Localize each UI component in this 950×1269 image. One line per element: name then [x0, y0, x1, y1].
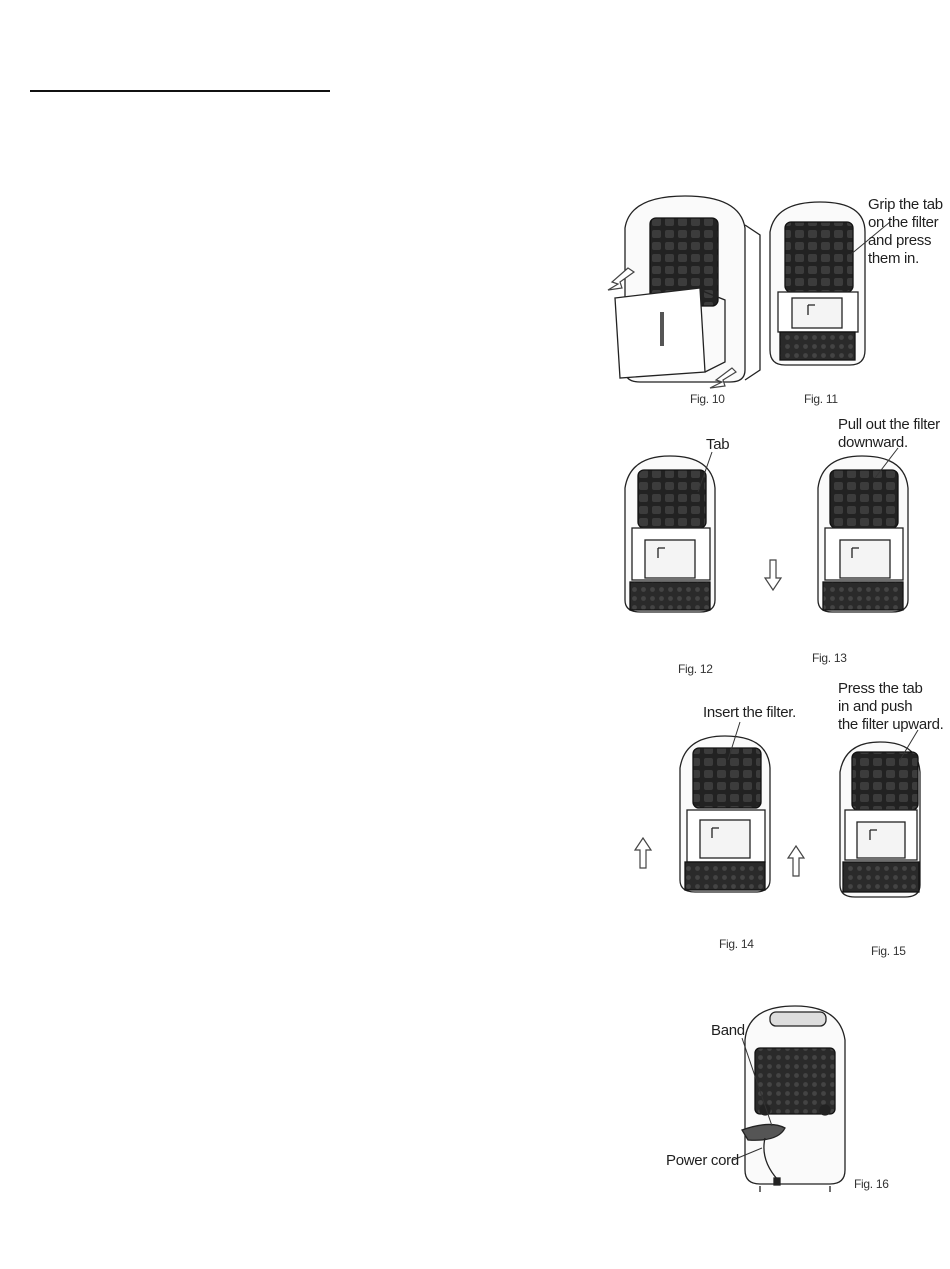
fig11-caption: Fig. 11: [804, 392, 838, 406]
fig13-dehumidifier: [818, 456, 908, 612]
fig10-dehumidifier: [615, 196, 760, 382]
fig16-caption: Fig. 16: [854, 1177, 889, 1191]
fig12-tab-label: Tab: [706, 436, 729, 454]
fig15-caption: Fig. 15: [871, 944, 906, 958]
fig14-dehumidifier: [680, 736, 770, 892]
fig13-note: Pull out the filter downward.: [838, 416, 940, 452]
fig13-caption: Fig. 13: [812, 651, 847, 665]
fig16-dehumidifier-rear: [742, 1006, 845, 1192]
fig10-caption: Fig. 10: [690, 392, 725, 406]
fig15-note: Press the tab in and push the filter upw…: [838, 680, 944, 734]
fig14-note: Insert the filter.: [703, 704, 796, 722]
fig16-cord-label: Power cord: [666, 1152, 739, 1170]
arrow-down-icon: [765, 560, 781, 590]
fig14-caption: Fig. 14: [719, 937, 754, 951]
fig12-dehumidifier: [625, 456, 715, 612]
fig12-caption: Fig. 12: [678, 662, 713, 676]
fig11-dehumidifier: [770, 202, 865, 365]
fig15-dehumidifier: [840, 742, 920, 897]
fig16-band-label: Band: [711, 1022, 745, 1040]
fig11-note: Grip the tab on the filter and press the…: [868, 196, 943, 268]
